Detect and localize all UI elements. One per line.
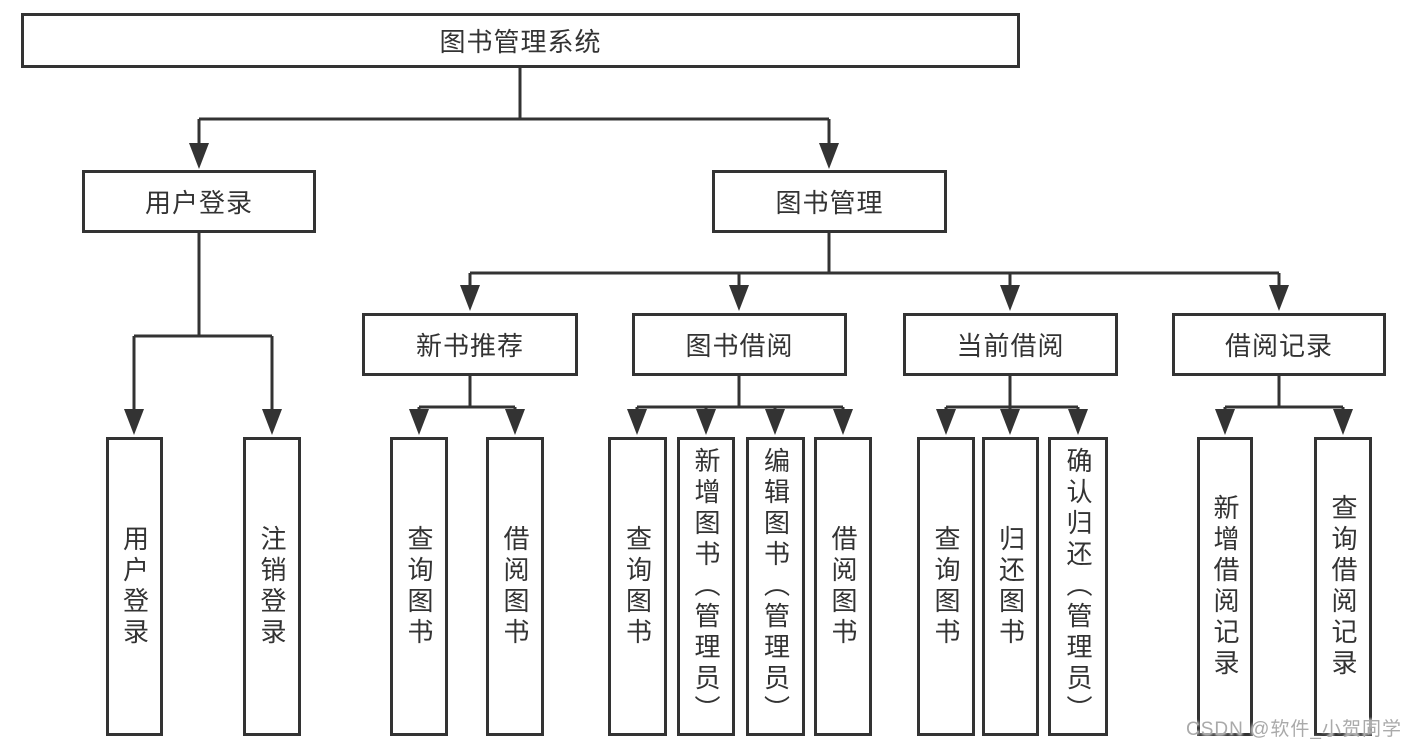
- leaf-borrow-edit-books: 编辑图书（管理员）: [746, 437, 805, 736]
- leaf-current-return-books: 归还图书: [982, 437, 1039, 736]
- node-user-login-label: 用户登录: [144, 188, 253, 218]
- node-book-mgmt: 图书管理: [712, 170, 947, 233]
- node-book-mgmt-label: 图书管理: [775, 188, 884, 218]
- arrowheads-level3: [460, 285, 1289, 311]
- watermark-text: CSDN @软件_小贺同学: [1186, 719, 1402, 740]
- leaf-borrow-query-books-label: 查询图书: [622, 524, 653, 649]
- node-borrow-records-label: 借阅记录: [1224, 331, 1333, 361]
- node-root: 图书管理系统: [21, 13, 1020, 68]
- leaf-user-login: 用户登录: [106, 437, 163, 736]
- connector-book-borrow-leaves: [635, 376, 845, 414]
- arrowheads-current-borrow-leaves: [936, 409, 1088, 435]
- leaf-borrow-borrow-books-label: 借阅图书: [828, 524, 858, 649]
- leaf-logout: 注销登录: [243, 437, 301, 736]
- arrowheads-user-login-leaves: [124, 409, 282, 435]
- arrowheads-borrow-records-leaves: [1215, 409, 1353, 435]
- connector-new-book-rec-leaves: [417, 376, 517, 414]
- arrowheads-level2: [189, 143, 839, 169]
- leaf-borrow-add-books-label: 新增图书（管理员）: [691, 447, 721, 726]
- leaf-borrow-edit-books-label: 编辑图书（管理员）: [760, 447, 791, 726]
- connector-book-mgmt-to-level3: [468, 233, 1281, 290]
- leaf-current-confirm-return-label: 确认归还（管理员）: [1063, 447, 1093, 726]
- connector-user-login-leaves: [132, 233, 274, 412]
- leaf-records-query-record-label: 查询借阅记录: [1328, 493, 1358, 680]
- connector-borrow-records-leaves: [1223, 376, 1345, 414]
- leaf-newrec-query-books-label: 查询图书: [404, 524, 434, 649]
- node-borrow-records: 借阅记录: [1172, 313, 1386, 376]
- node-book-borrow-label: 图书借阅: [685, 331, 794, 361]
- connector-root-to-level2: [197, 68, 831, 146]
- leaf-records-add-record: 新增借阅记录: [1197, 437, 1253, 736]
- leaf-logout-label: 注销登录: [257, 524, 287, 649]
- node-new-book-rec: 新书推荐: [362, 313, 578, 376]
- node-book-borrow: 图书借阅: [632, 313, 847, 376]
- leaf-borrow-query-books: 查询图书: [608, 437, 667, 736]
- node-new-book-rec-label: 新书推荐: [415, 331, 524, 361]
- leaf-newrec-borrow-books: 借阅图书: [486, 437, 544, 736]
- arrowheads-book-borrow-leaves: [627, 409, 853, 435]
- leaf-user-login-label: 用户登录: [119, 524, 150, 649]
- leaf-current-query-books: 查询图书: [917, 437, 975, 736]
- leaf-records-query-record: 查询借阅记录: [1314, 437, 1372, 736]
- node-root-label: 图书管理系统: [439, 27, 602, 57]
- node-current-borrow: 当前借阅: [903, 313, 1118, 376]
- arrowheads-new-book-rec-leaves: [409, 409, 525, 435]
- leaf-current-confirm-return: 确认归还（管理员）: [1048, 437, 1108, 736]
- leaf-records-add-record-label: 新增借阅记录: [1210, 493, 1240, 680]
- leaf-borrow-borrow-books: 借阅图书: [814, 437, 872, 736]
- node-user-login: 用户登录: [82, 170, 316, 233]
- leaf-newrec-query-books: 查询图书: [390, 437, 448, 736]
- leaf-current-return-books-label: 归还图书: [995, 524, 1026, 649]
- connector-current-borrow-leaves: [944, 376, 1080, 414]
- leaf-borrow-add-books: 新增图书（管理员）: [677, 437, 735, 736]
- leaf-newrec-borrow-books-label: 借阅图书: [500, 524, 530, 649]
- node-current-borrow-label: 当前借阅: [956, 331, 1065, 361]
- leaf-current-query-books-label: 查询图书: [931, 524, 961, 649]
